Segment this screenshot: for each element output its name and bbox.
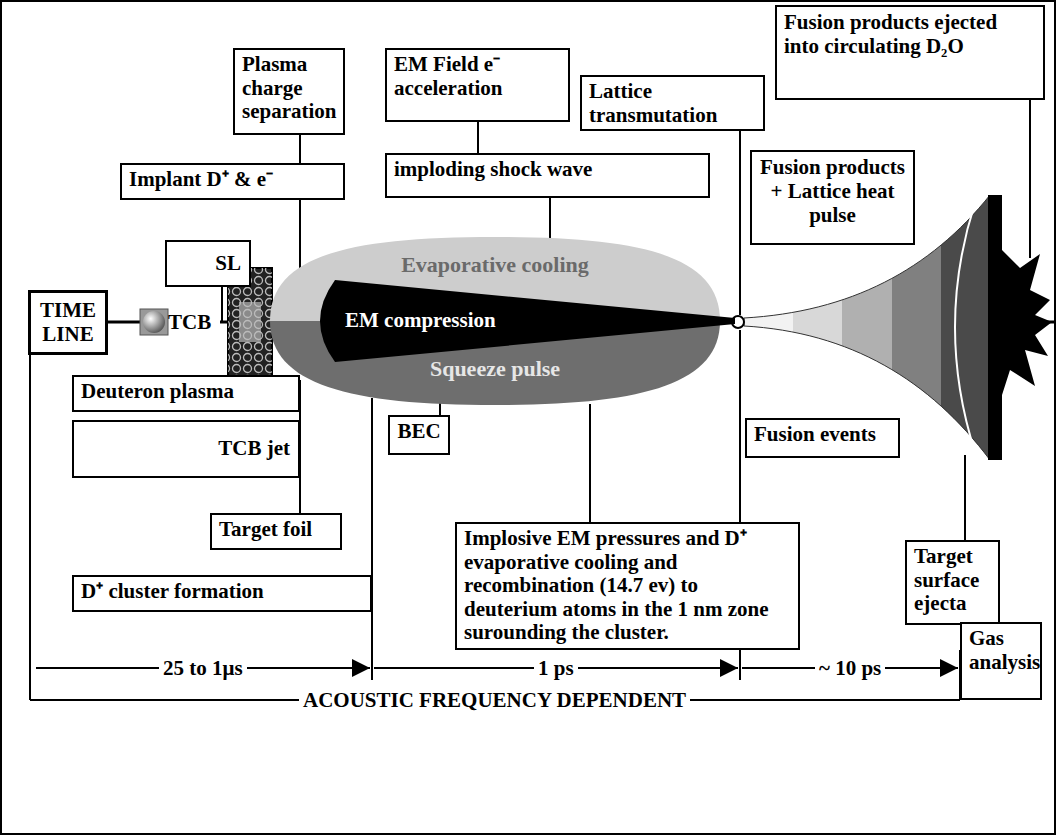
note-box: Deuteron plasma <box>72 375 300 412</box>
node-text: Fusion products + Lattice heat pulse <box>759 155 906 227</box>
note-box: Implosive EM pressures and D⁺ evaporativ… <box>455 522 800 650</box>
node-text: TCB jet <box>218 437 290 461</box>
compression-ellipse: Evaporative coolingSqueeze pulseEM compr… <box>270 235 720 407</box>
node-text: Plasma charge separation <box>242 53 336 124</box>
node-text: Target surface ejecta <box>914 545 991 616</box>
node-text: Implosive EM pressures and D⁺ evaporativ… <box>464 527 791 645</box>
time-label: ACOUSTIC FREQUENCY DEPENDENT <box>299 689 690 712</box>
node-text: Implant D⁺ & e⁻ <box>129 168 336 192</box>
note-box: D⁺ cluster formation <box>72 575 372 612</box>
note-box: EM Field e⁻ acceleration <box>385 48 570 122</box>
note-box: Fusion products + Lattice heat pulse <box>750 150 915 245</box>
note-box: Fusion events <box>745 418 900 458</box>
note-box: Lattice transmutation <box>580 75 765 131</box>
note-box: Target surface ejecta <box>905 540 1000 625</box>
note-box: SL <box>165 240 251 287</box>
note-box: imploding shock wave <box>385 153 710 198</box>
node-text: BEC <box>397 420 441 444</box>
part-label: TCB <box>168 311 211 334</box>
time-label: ~ 10 ps <box>815 657 885 680</box>
node-text: Deuteron plasma <box>81 380 291 404</box>
node-text: Lattice transmutation <box>589 80 756 127</box>
time-label: 1 ps <box>534 657 578 680</box>
node-text: Fusion products ejected into circulating… <box>784 10 1036 58</box>
note-box: TCB jet <box>72 420 300 478</box>
node-text: TIME LINE <box>38 299 98 346</box>
note-box: BEC <box>388 415 450 455</box>
node-text: SL <box>215 252 241 276</box>
node-text: EM compression <box>345 309 496 333</box>
timeline-box: TIME LINE <box>28 290 108 355</box>
node-text: Evaporative cooling <box>270 253 720 278</box>
node-text: D⁺ cluster formation <box>81 580 363 604</box>
note-box: Implant D⁺ & e⁻ <box>120 163 345 200</box>
time-label: 25 to 1μs <box>159 657 247 680</box>
note-box: Plasma charge separation <box>233 48 345 135</box>
node-text: Gas analysis <box>969 627 1033 674</box>
note-box: Fusion products ejected into circulating… <box>775 5 1045 100</box>
compression-arrow: EM compression <box>305 280 735 362</box>
node-text: Target foil <box>219 518 333 542</box>
node-text: EM Field e⁻ acceleration <box>394 53 561 100</box>
note-box: Target foil <box>210 513 342 550</box>
note-box: Gas analysis <box>960 622 1042 700</box>
node-text: Fusion events <box>754 423 891 447</box>
node-text: imploding shock wave <box>394 158 701 182</box>
